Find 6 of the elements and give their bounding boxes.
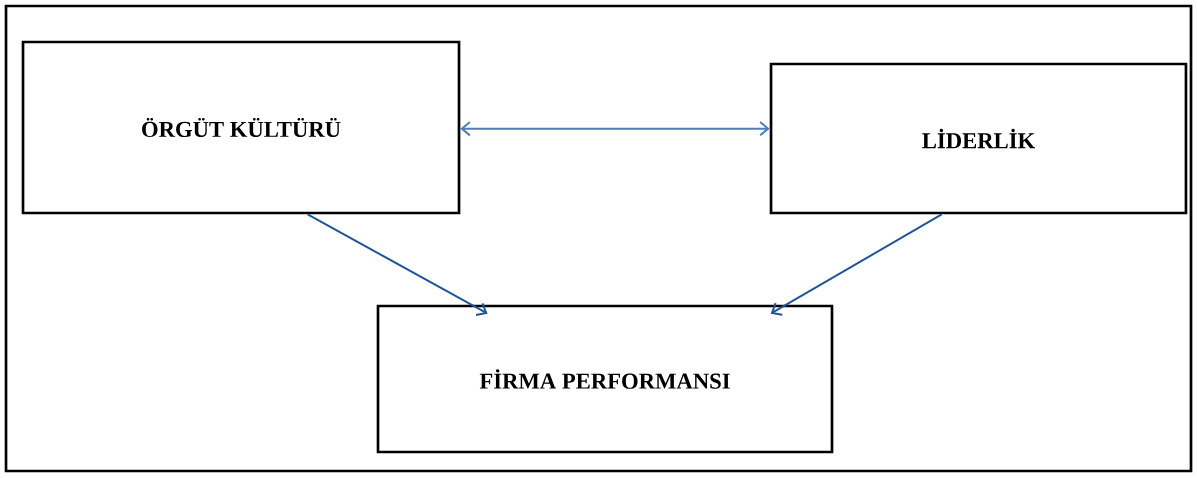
arrow [460,120,770,137]
concept-box: FİRMA PERFORMANSI [376,304,834,454]
arrow [770,213,943,316]
concept-box: ÖRGÜT KÜLTÜRÜ [21,40,461,215]
arrow [306,213,488,316]
concept-box: LİDERLİK [769,62,1188,215]
